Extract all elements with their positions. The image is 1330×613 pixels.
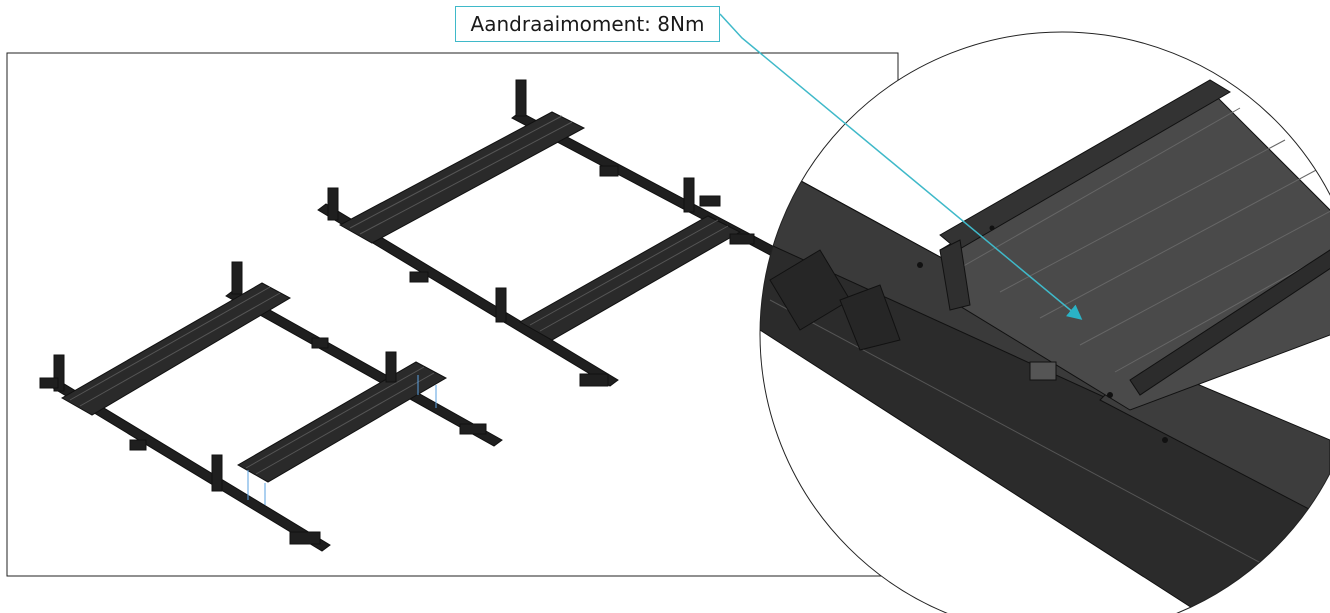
front-beam-left xyxy=(60,282,292,416)
front-brackets xyxy=(39,261,487,545)
front-beam-right xyxy=(236,361,448,483)
back-brackets xyxy=(327,79,755,387)
back-rail-lower xyxy=(317,203,619,387)
back-beam-left xyxy=(338,111,586,244)
back-frame-assembly xyxy=(317,79,781,387)
torque-callout-label: Aandraaimoment: 8Nm xyxy=(455,6,720,42)
back-beam-right xyxy=(518,215,742,341)
zoom-foot-2 xyxy=(839,284,901,351)
zoom-circle-outline xyxy=(759,31,1330,613)
front-frame-assembly xyxy=(39,261,503,552)
zoom-detail xyxy=(759,31,1330,613)
